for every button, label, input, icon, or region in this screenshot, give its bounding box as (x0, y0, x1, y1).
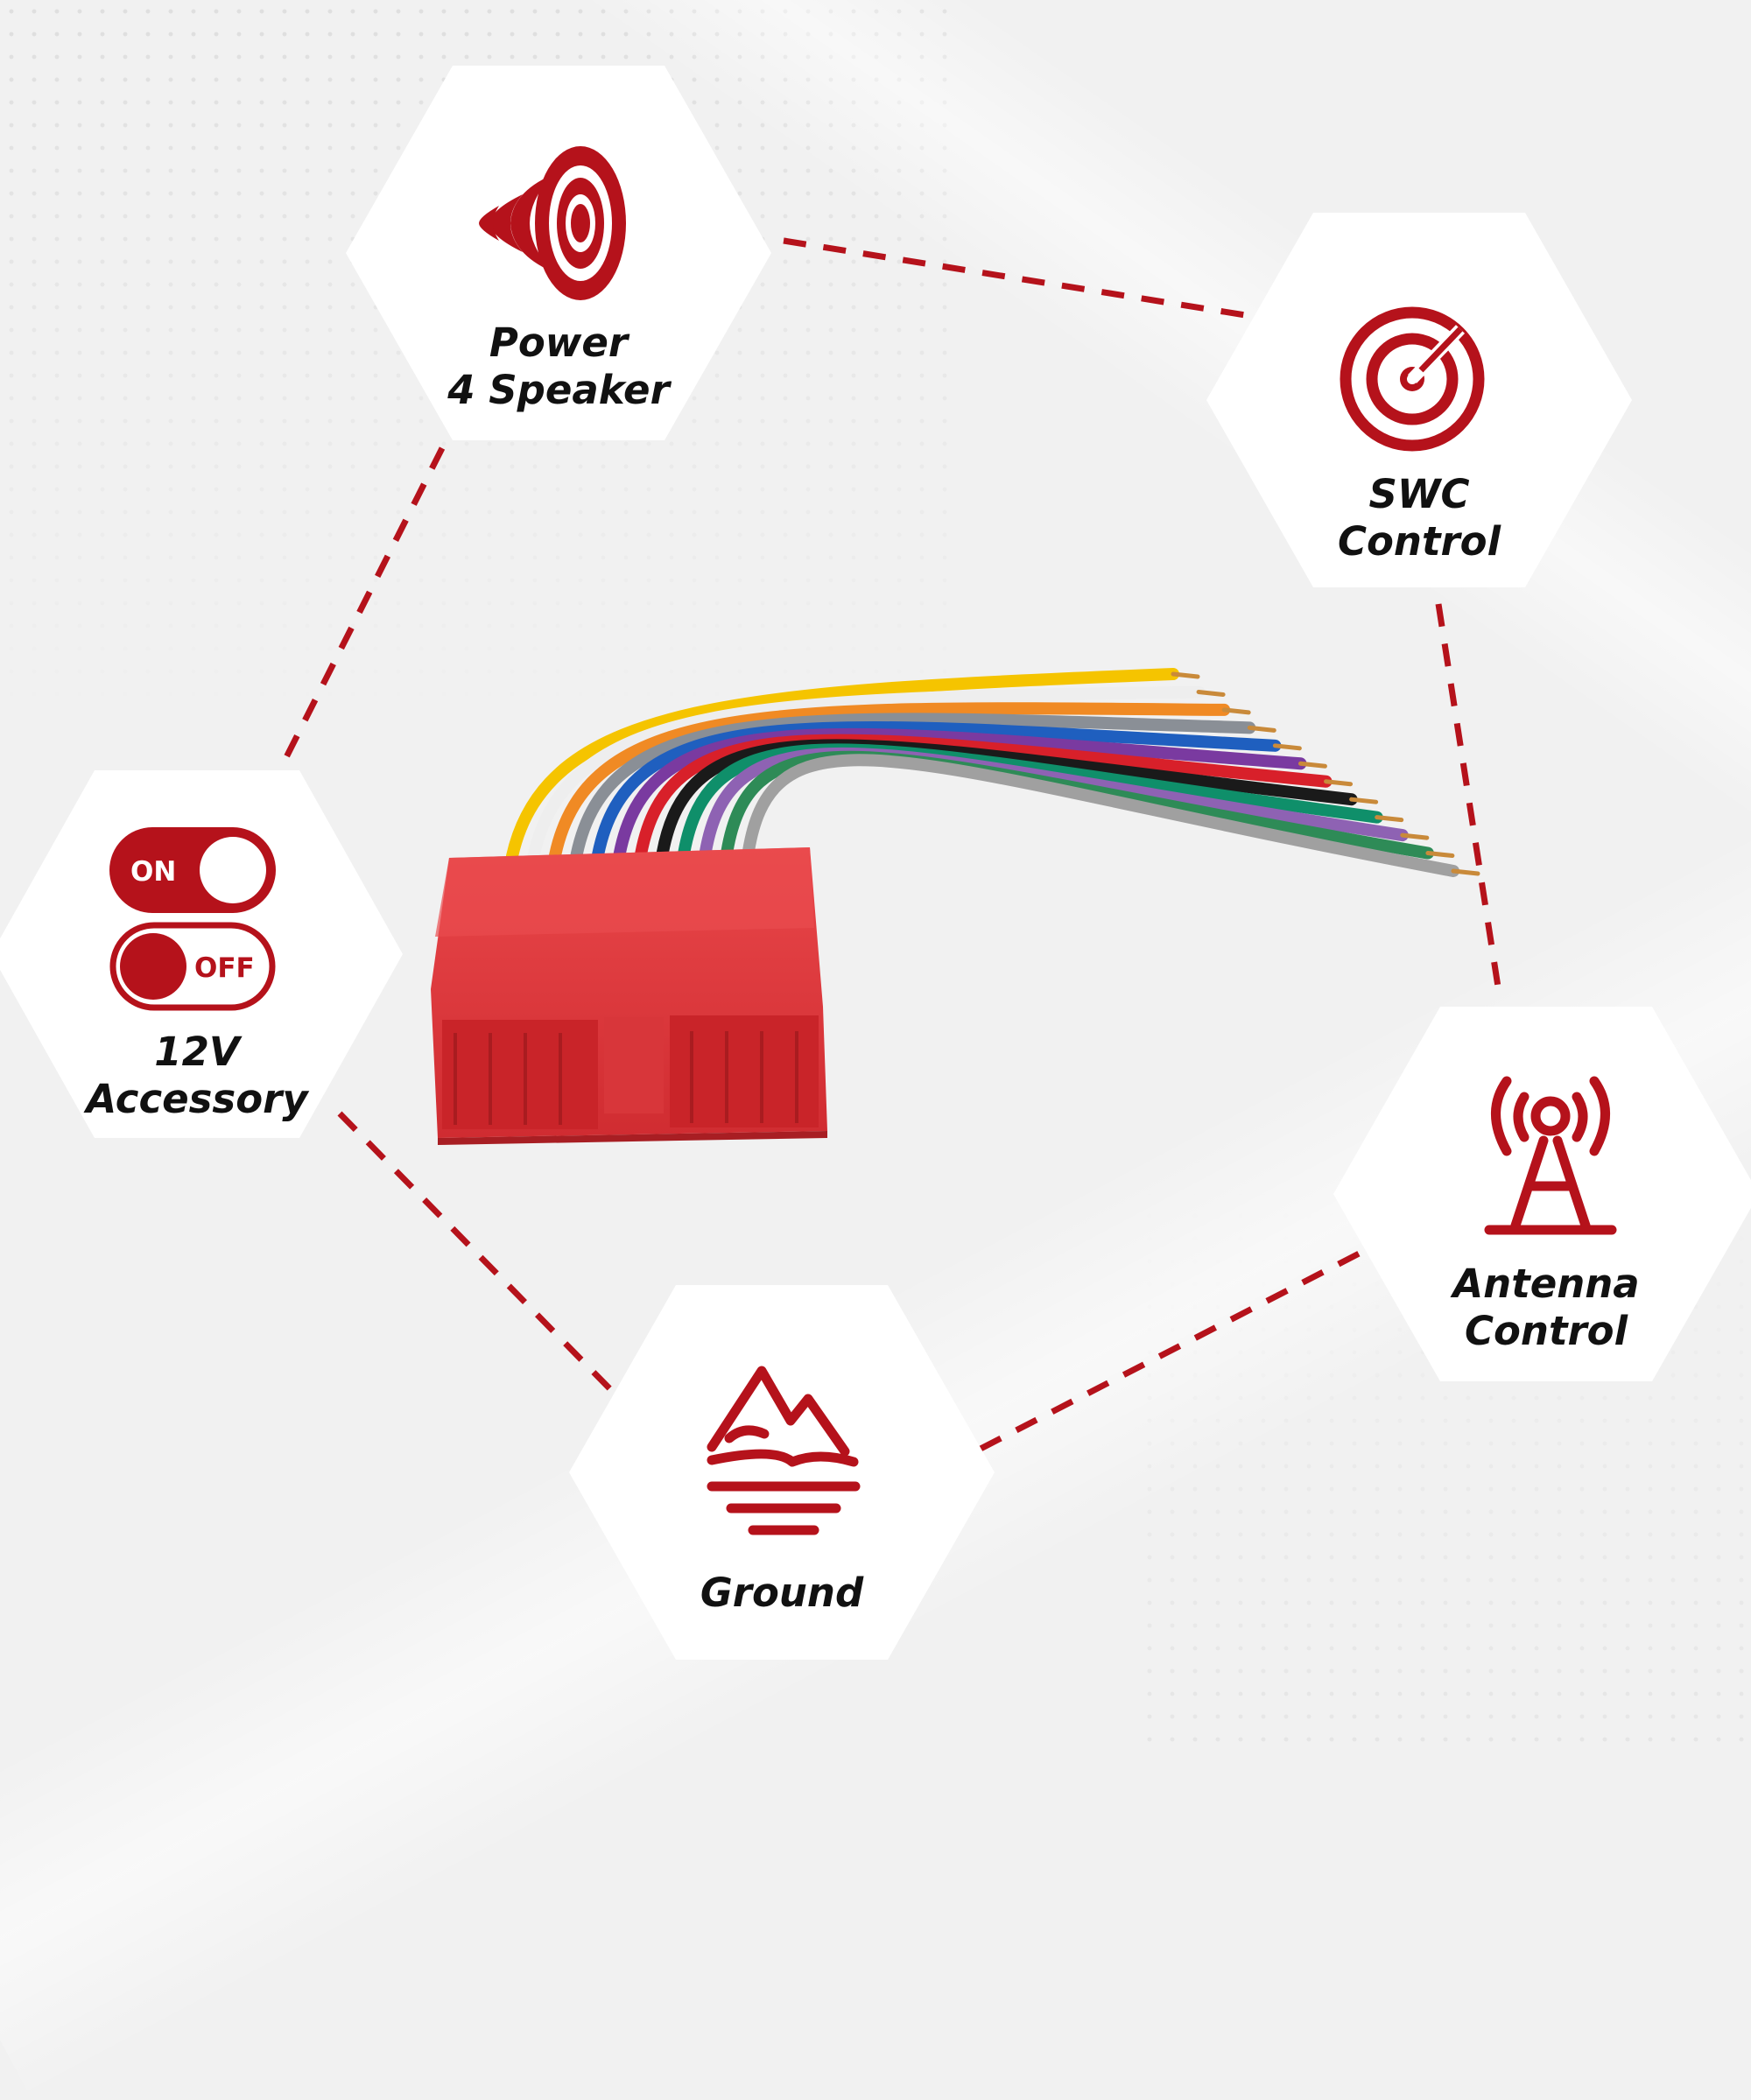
feature-label-line: Power (489, 320, 629, 366)
wire-copper-tip (1297, 761, 1327, 769)
harness-wire (506, 668, 1179, 862)
dashed-connector-lines (278, 237, 1503, 1452)
hexagon-background (569, 1285, 995, 1660)
feature-antenna-control: Antenna Control (1333, 1007, 1751, 1381)
wire-copper-tip (1349, 797, 1379, 804)
feature-label: Power 4 Speaker (346, 320, 771, 414)
toggle-on-label: ON (130, 856, 176, 888)
feature-label: 12V Accessory (0, 1029, 403, 1123)
feature-label-line: Control (1337, 518, 1501, 565)
connector-swc-antenna (1435, 603, 1503, 999)
connector-ground-antenna (979, 1247, 1368, 1452)
feature-power-4-speaker: Power 4 Speaker (346, 66, 771, 440)
toggle-off-label: OFF (194, 952, 255, 984)
harness-wire (742, 754, 1459, 877)
harness-wire (570, 713, 1256, 861)
harness-wires (506, 668, 1480, 877)
ground-landscape-icon (707, 1366, 861, 1535)
feature-ground: Ground (569, 1285, 995, 1660)
wire-copper-tip (1171, 671, 1200, 679)
feature-label: Antenna Control (1333, 1261, 1751, 1355)
feature-label: SWC Control (1206, 471, 1632, 565)
wire-copper-tip (1324, 779, 1354, 787)
feature-label-line: SWC (1368, 471, 1470, 517)
feature-label: Ground (569, 1570, 995, 1617)
wire-copper-tip (1425, 851, 1455, 859)
harness-wire (592, 720, 1282, 860)
wire-copper-tip (1451, 868, 1480, 876)
wire-copper-tip (1221, 707, 1251, 715)
on-off-toggle-icon: ON OFF (109, 827, 276, 1011)
connector-power-accessory (278, 446, 446, 768)
feature-12v-accessory: ON OFF 12V Accessory (0, 770, 403, 1138)
hexagon-background (1206, 213, 1632, 587)
feature-label-line: Ground (700, 1570, 864, 1616)
wiring-harness-image (431, 668, 1480, 1145)
hexagon-background (1333, 1007, 1751, 1381)
feature-label-line: 12V (154, 1029, 240, 1075)
feature-label-line: Control (1464, 1308, 1628, 1354)
speaker-icon (479, 146, 626, 300)
steering-wheel-control-icon (1340, 306, 1485, 452)
feature-label-line: 4 Speaker (447, 367, 670, 413)
harness-connector-block (431, 847, 827, 1145)
feature-label-line: Antenna (1452, 1261, 1640, 1307)
wire-copper-tip (1400, 832, 1430, 840)
antenna-tower-icon (1484, 1076, 1617, 1235)
connector-accessory-ground (337, 1111, 615, 1394)
wire-copper-tip (1196, 689, 1226, 697)
harness-wire (549, 702, 1231, 861)
harness-wire (527, 685, 1206, 862)
feature-label-line: Accessory (86, 1076, 308, 1122)
wire-copper-tip (1375, 815, 1404, 823)
wire-copper-tip (1247, 725, 1276, 733)
feature-swc-control: SWC Control (1206, 213, 1632, 587)
wire-copper-tip (1272, 743, 1302, 751)
